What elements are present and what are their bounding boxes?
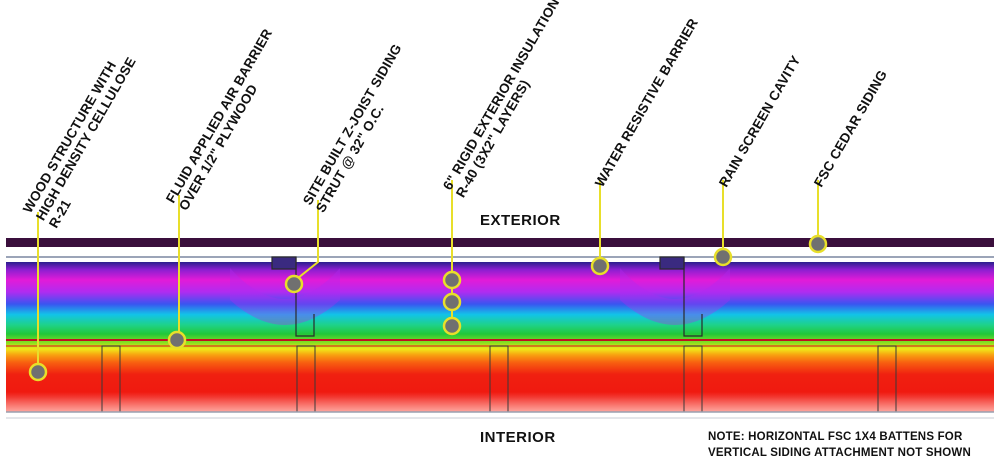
marker-z-joist xyxy=(284,274,304,294)
marker-wood-structure xyxy=(28,362,48,382)
marker-water-barrier xyxy=(590,256,610,276)
exterior-label: EXTERIOR xyxy=(480,212,561,229)
thermal-bridge-left xyxy=(230,268,340,325)
thermal-field xyxy=(6,262,994,412)
marker-insulation-3 xyxy=(442,316,462,336)
marker-air-barrier xyxy=(167,330,187,350)
marker-insulation-1 xyxy=(442,270,462,290)
interior-label: INTERIOR xyxy=(480,429,556,446)
marker-insulation-2 xyxy=(442,292,462,312)
z-joist-struts xyxy=(271,256,703,337)
leader-z-joist xyxy=(297,200,319,279)
note-line: VERTICAL SIDING ATTACHMENT NOT SHOWN xyxy=(708,447,971,459)
thermal-bridge-right xyxy=(620,268,730,325)
note: NOTE: HORIZONTAL FSC 1X4 BATTENS FOR VER… xyxy=(708,429,971,461)
note-line: NOTE: HORIZONTAL FSC 1X4 BATTENS FOR xyxy=(708,431,963,443)
marker-rain-screen xyxy=(713,247,733,267)
callout-markers xyxy=(28,234,828,382)
z-strut-right-cap xyxy=(659,256,685,270)
z-strut-left-cap xyxy=(271,256,297,270)
interior-fade xyxy=(6,392,994,412)
callout-leaders xyxy=(37,180,819,365)
cedar-siding-band xyxy=(6,238,994,247)
marker-cedar-siding xyxy=(808,234,828,254)
